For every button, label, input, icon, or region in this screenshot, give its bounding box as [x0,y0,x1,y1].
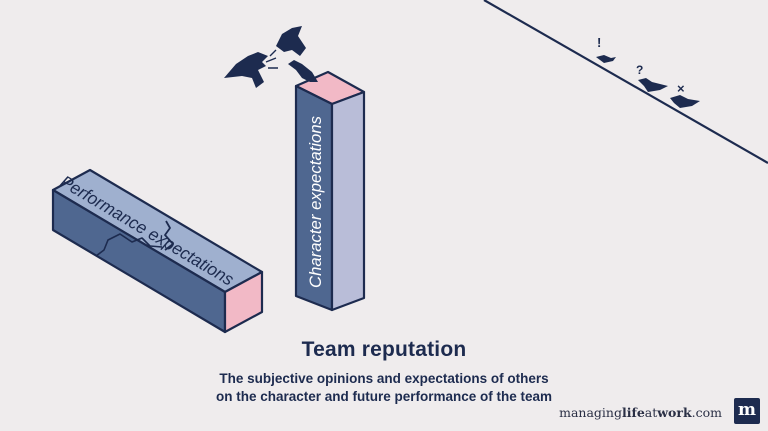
caption-title: Team reputation [301,338,467,361]
cross-mark: × [677,81,685,96]
brand-part-5: .com [691,405,722,420]
crack-front [95,233,163,257]
brand-logo: m [734,398,760,424]
brand-text: managinglifeatwork.com [559,405,722,420]
question-mark: ? [636,63,643,77]
brand-part-3: at [644,405,658,420]
character-bar-right [330,90,366,312]
perched-bird [288,60,318,82]
brand-part-1: managing [559,405,622,420]
wire-line [483,0,768,164]
performance-bar [51,168,264,334]
crack-top [164,220,174,251]
brand-part-4: work [657,405,692,420]
fighting-bird-left [224,52,268,88]
character-bar [294,70,366,312]
exclaim-mark: ! [597,35,601,50]
fighting-bird-right [276,26,306,56]
character-bar-label: Character expectations [307,116,325,288]
brand-part-2: life [621,405,645,420]
wire-bird-3 [670,95,700,108]
caption-line-1: The subjective opinions and expectations… [219,371,549,386]
fighting-spark [265,49,278,69]
caption-subtitle: The subjective opinions and expectations… [0,370,768,406]
caption-line-2: on the character and future performance … [215,389,553,404]
wire-bird-1 [596,55,616,63]
wire-bird-2 [638,78,668,92]
performance-bar-end [223,270,264,334]
